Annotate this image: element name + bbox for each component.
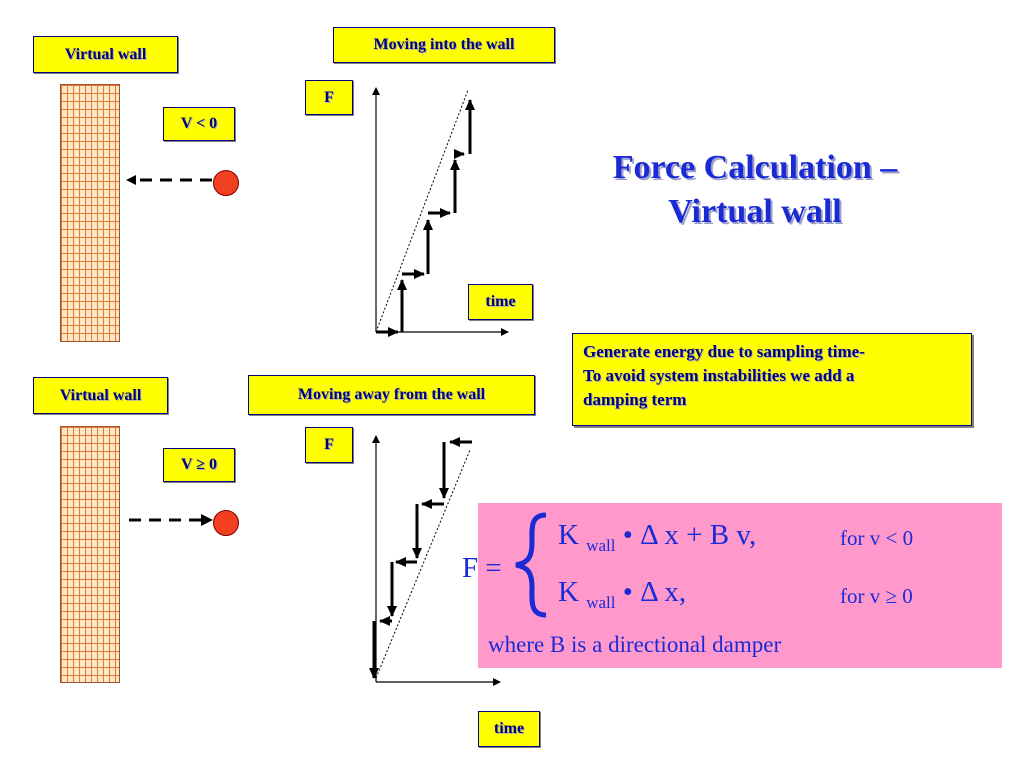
case-1-k: K [558, 519, 579, 551]
formula-case-1-condition: for v < 0 [840, 526, 914, 550]
top-graph-title: Moving into the wall [333, 27, 555, 63]
top-y-axis-label: F [305, 80, 353, 115]
case-2-sub: wall [586, 592, 616, 612]
energy-note: Generate energy due to sampling time- To… [572, 333, 972, 426]
bottom-x-axis-label: time [478, 711, 540, 747]
note-line-3: damping term [583, 390, 687, 409]
note-line-1: Generate energy due to sampling time- [583, 342, 865, 361]
force-formula-box [478, 503, 1002, 668]
bottom-y-axis-label: F [305, 427, 353, 463]
case-2-k: K [558, 576, 579, 608]
formula-case-2-condition: for v ≥ 0 [840, 584, 913, 608]
formula-footnote: where B is a directional damper [488, 632, 782, 657]
bottom-motion-arrow [129, 514, 213, 526]
title-line-1: Force Calculation – [612, 149, 898, 186]
top-x-axis-label: time [468, 284, 533, 320]
bottom-graph-title: Moving away from the wall [248, 375, 535, 415]
bottom-ball [213, 510, 239, 536]
case-1-sub: wall [586, 535, 616, 555]
top-motion-arrow [126, 175, 212, 185]
top-ideal-line [375, 89, 469, 333]
bottom-velocity-label: V ≥ 0 [163, 448, 235, 482]
bottom-virtual-wall [60, 426, 120, 683]
case-2-rest: • Δ x, [622, 576, 687, 608]
bottom-force-graph [369, 435, 501, 686]
formula-case-2: K wall • Δ x, [558, 576, 686, 613]
formula-lhs: F = [462, 552, 502, 584]
top-wall-label: Virtual wall [33, 36, 178, 73]
bottom-wall-label: Virtual wall [33, 377, 168, 414]
case-1-rest: • Δ x + B v, [622, 519, 757, 551]
note-line-2: To avoid system instabilities we add a [583, 366, 855, 385]
title-line-2: Virtual wall [668, 193, 842, 230]
formula-case-1: K wall • Δ x + B v, [558, 519, 756, 556]
formula-brace-icon [515, 512, 547, 618]
top-velocity-label: V < 0 [163, 107, 235, 141]
bottom-ideal-line [375, 449, 471, 679]
top-virtual-wall [60, 84, 120, 342]
top-force-graph [372, 87, 509, 337]
top-ball [213, 170, 239, 196]
slide-title: Force Calculation – Virtual wall [555, 146, 955, 234]
